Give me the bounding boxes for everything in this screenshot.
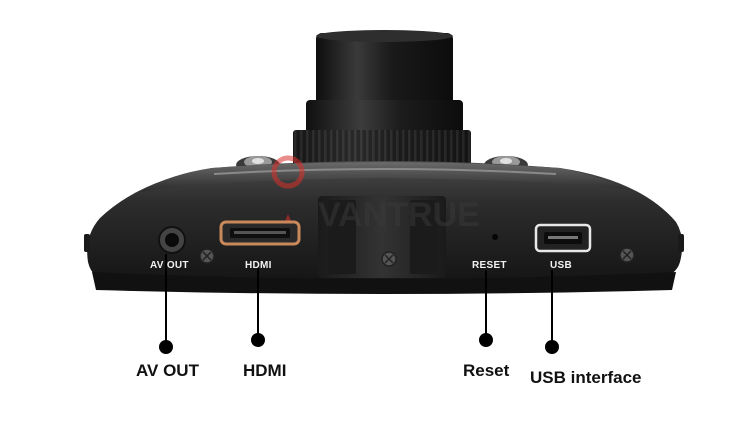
callout-usb bbox=[545, 270, 559, 354]
screw-icon bbox=[619, 247, 635, 263]
callout-text-reset: Reset bbox=[463, 361, 510, 380]
av-out-jack bbox=[158, 226, 186, 254]
screw-icon bbox=[199, 248, 215, 264]
callout-text-usb: USB interface bbox=[530, 368, 641, 387]
camera-lens bbox=[293, 30, 471, 166]
callout-av-out bbox=[159, 254, 173, 354]
screw-icon bbox=[381, 251, 397, 267]
callout-hdmi bbox=[251, 268, 265, 347]
callout-reset bbox=[479, 270, 493, 347]
hdmi-label: HDMI bbox=[245, 260, 272, 271]
usb-port bbox=[534, 223, 592, 253]
hdmi-port bbox=[219, 220, 301, 246]
reset-pinhole bbox=[492, 234, 498, 240]
callout-text-av-out: AV OUT bbox=[136, 361, 200, 380]
usb-label: USB bbox=[550, 260, 572, 271]
side-button-left bbox=[84, 234, 90, 252]
reset-label: RESET bbox=[472, 260, 507, 271]
watermark-text: VANTRUE bbox=[318, 196, 480, 234]
dashcam-body bbox=[87, 161, 683, 294]
callout-text-hdmi: HDMI bbox=[243, 361, 286, 380]
side-button-right bbox=[678, 234, 684, 252]
av-out-label: AV OUT bbox=[150, 260, 189, 271]
